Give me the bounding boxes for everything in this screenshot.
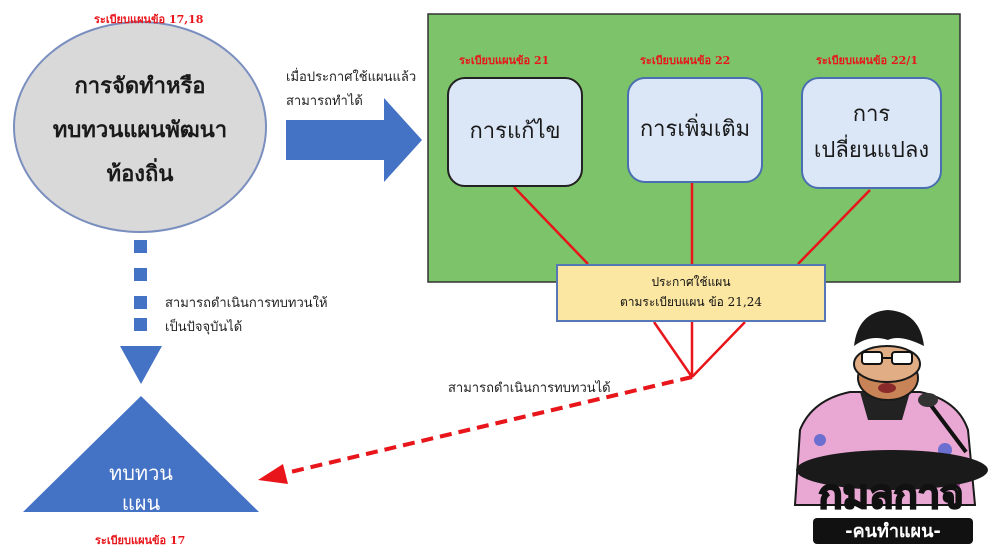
announce-line: ตามระเบียบแผน ข้อ 21,24 bbox=[619, 295, 763, 309]
ellipse-text: การจัดทำหรือ ทบทวนแผนพัฒนา ท้องถิ่น bbox=[40, 64, 240, 196]
box-add: การเพิ่มเติม bbox=[627, 77, 763, 183]
dash-square bbox=[134, 318, 147, 331]
side-text-line: เป็นปัจจุบันได้ bbox=[165, 320, 243, 335]
plan-ellipse bbox=[13, 21, 267, 233]
right-arrow bbox=[286, 98, 422, 182]
box-amend-text: การแก้ไข bbox=[469, 119, 561, 144]
triangle-line: แผน bbox=[121, 491, 161, 515]
connector-line bbox=[797, 189, 871, 265]
side-text: สามารถดำเนินการทบทวนให้ เป็นปัจจุบันได้ bbox=[165, 292, 328, 340]
review-triangle bbox=[23, 396, 259, 512]
panel-label-22-1: ระเบียบแผนข้อ 22/1 bbox=[816, 54, 918, 67]
arrow-text-line: เมื่อประกาศใช้แผนแล้ว bbox=[286, 70, 417, 85]
arrow-text: เมื่อประกาศใช้แผนแล้ว สามารถทำได้ bbox=[286, 66, 416, 114]
panel-label-21: ระเบียบแผนข้อ 21 bbox=[459, 54, 550, 67]
box-change: การ เปลี่ยนแปลง bbox=[801, 77, 942, 189]
ellipse-line: ท้องถิ่น bbox=[106, 161, 174, 187]
box-add-text: การเพิ่มเติม bbox=[639, 117, 751, 142]
connector-line bbox=[652, 321, 694, 378]
dash-square bbox=[134, 296, 147, 309]
left-bottom-label: ระเบียบแผนข้อ 17 bbox=[95, 534, 186, 547]
box-change-line: การ bbox=[852, 102, 891, 127]
left-top-label: ระเบียบแผนข้อ 17,18 bbox=[94, 13, 204, 26]
connector-line bbox=[513, 186, 589, 265]
announce-line: ประกาศใช้แผน bbox=[651, 275, 731, 289]
logo-title: กมลกาจ bbox=[817, 471, 964, 519]
ellipse-line: การจัดทำหรือ bbox=[74, 73, 206, 99]
down-arrow-head bbox=[120, 346, 162, 384]
dash-square bbox=[134, 240, 147, 253]
triangle-line: ทบทวน bbox=[109, 461, 173, 485]
logo-subtitle: -คนทำแผน- bbox=[845, 521, 941, 542]
side-text-line: สามารถดำเนินการทบทวนให้ bbox=[165, 296, 328, 311]
arrow-text-line: สามารถทำได้ bbox=[286, 94, 363, 109]
dash-square bbox=[134, 268, 147, 281]
connector-line bbox=[691, 321, 746, 378]
triangle-text: ทบทวน แผน bbox=[91, 458, 191, 518]
announce-box: ประกาศใช้แผน ตามระเบียบแผน ข้อ 21,24 bbox=[556, 264, 826, 322]
box-change-line: เปลี่ยนแปลง bbox=[813, 138, 930, 163]
dashed-arrow bbox=[281, 375, 693, 476]
dashed-arrow-head bbox=[258, 464, 288, 484]
box-amend: การแก้ไข bbox=[447, 77, 583, 187]
dashed-arrow-text: สามารถดำเนินการทบทวนได้ bbox=[448, 381, 611, 396]
panel-label-22: ระเบียบแผนข้อ 22 bbox=[640, 54, 731, 67]
ellipse-line: ทบทวนแผนพัฒนา bbox=[52, 117, 228, 143]
logo-illustration bbox=[793, 310, 988, 544]
